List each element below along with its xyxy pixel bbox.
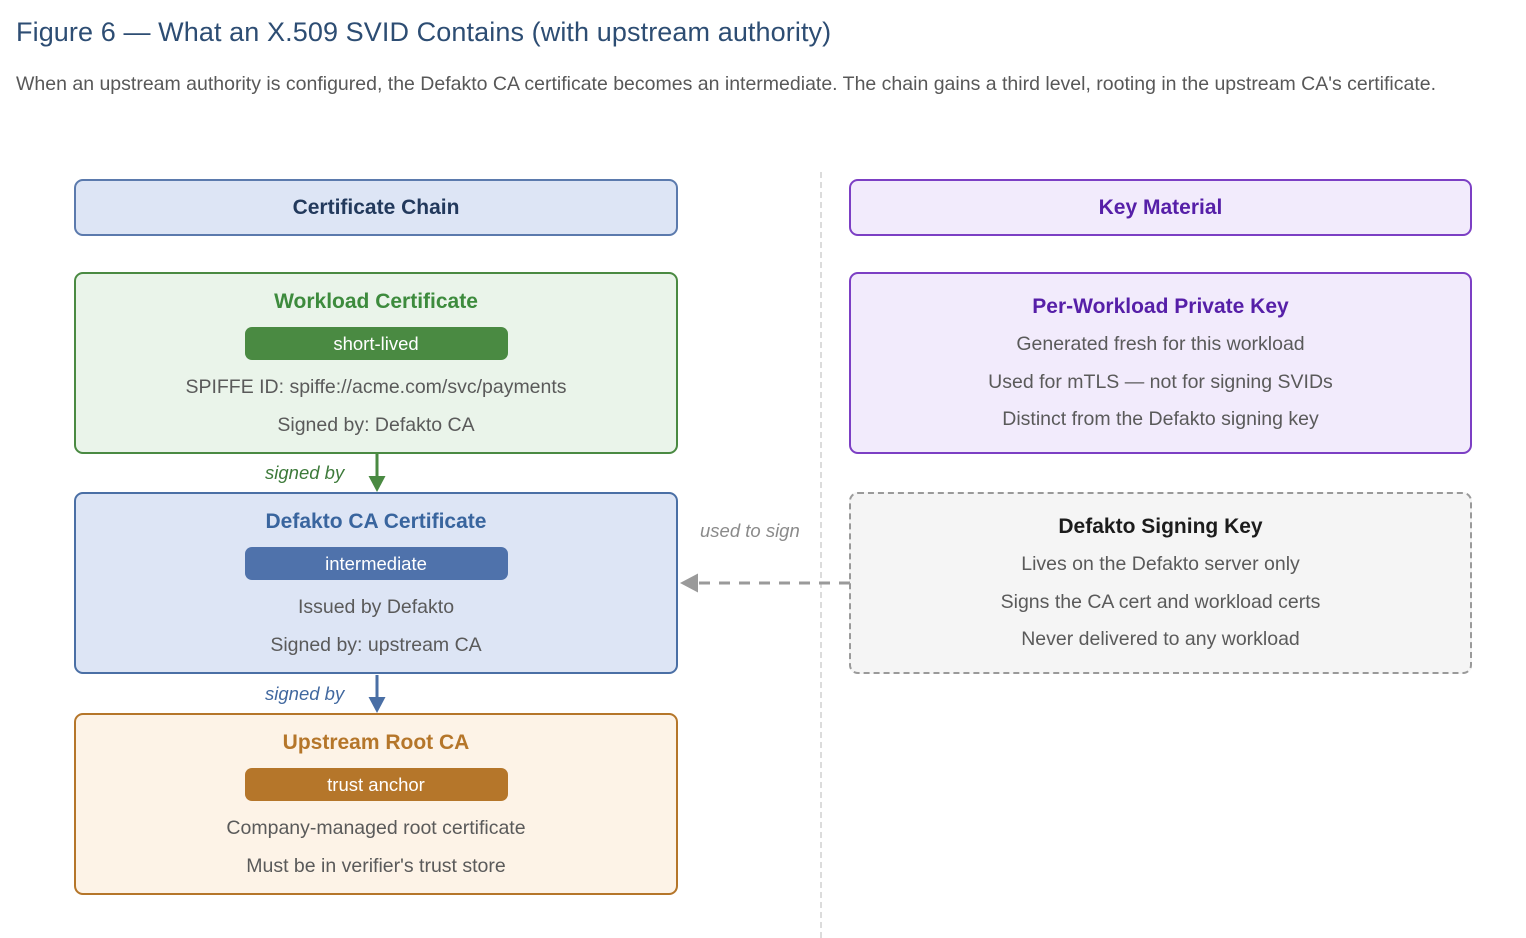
- node-detail-line: Never delivered to any workload: [1021, 628, 1300, 651]
- column-header-label: Key Material: [1098, 196, 1223, 219]
- arrow-used-to-sign: [680, 573, 850, 593]
- node-defakto-signing-key[interactable]: Defakto Signing Key Lives on the Defakto…: [849, 492, 1472, 674]
- node-detail-line: Issued by Defakto: [297, 596, 455, 618]
- node-detail-line: Company-managed root certificate: [226, 817, 526, 839]
- arrow-signed-by-workload-to-ca: [368, 454, 386, 492]
- column-header-certificate-chain: Certificate Chain: [74, 179, 678, 236]
- status-badge: intermediate: [244, 547, 508, 580]
- node-detail-line: Generated fresh for this workload: [1016, 333, 1305, 356]
- node-title: Defakto Signing Key: [1058, 515, 1263, 539]
- edge-label-used-to-sign: used to sign: [700, 520, 800, 541]
- node-upstream-root-ca[interactable]: Upstream Root CA trust anchor Company-ma…: [74, 713, 678, 895]
- node-defakto-ca-certificate[interactable]: Defakto CA Certificate intermediate Issu…: [74, 492, 678, 674]
- column-header-label: Certificate Chain: [292, 196, 460, 219]
- node-detail-line: Distinct from the Defakto signing key: [1002, 408, 1319, 431]
- column-header-key-material: Key Material: [849, 179, 1472, 236]
- node-workload-certificate[interactable]: Workload Certificate short-lived SPIFFE …: [74, 272, 678, 454]
- node-title: Defakto CA Certificate: [265, 510, 487, 533]
- node-title: Per-Workload Private Key: [1032, 295, 1289, 319]
- node-title: Workload Certificate: [274, 290, 478, 313]
- column-divider: [820, 172, 822, 938]
- arrow-signed-by-ca-to-root: [368, 675, 386, 713]
- node-detail-line: Signed by: upstream CA: [270, 633, 482, 656]
- node-detail-line: Used for mTLS — not for signing SVIDs: [988, 370, 1333, 393]
- edge-label-signed-by: signed by: [265, 683, 345, 704]
- node-per-workload-private-key[interactable]: Per-Workload Private Key Generated fresh…: [849, 272, 1472, 454]
- status-badge: trust anchor: [244, 768, 508, 801]
- node-detail-line: Signed by: Defakto CA: [277, 413, 475, 436]
- node-detail-line: SPIFFE ID: spiffe://acme.com/svc/payment…: [185, 376, 567, 398]
- page-title: Figure 6 — What an X.509 SVID Contains (…: [16, 17, 832, 47]
- node-title: Upstream Root CA: [282, 731, 470, 754]
- node-detail-line: Signs the CA cert and workload certs: [1000, 590, 1321, 613]
- node-detail-line: Lives on the Defakto server only: [1021, 553, 1300, 576]
- edge-label-signed-by: signed by: [265, 462, 345, 483]
- node-detail-line: Must be in verifier's trust store: [246, 854, 506, 877]
- figure-description: When an upstream authority is configured…: [16, 73, 1437, 95]
- status-badge: short-lived: [244, 327, 508, 360]
